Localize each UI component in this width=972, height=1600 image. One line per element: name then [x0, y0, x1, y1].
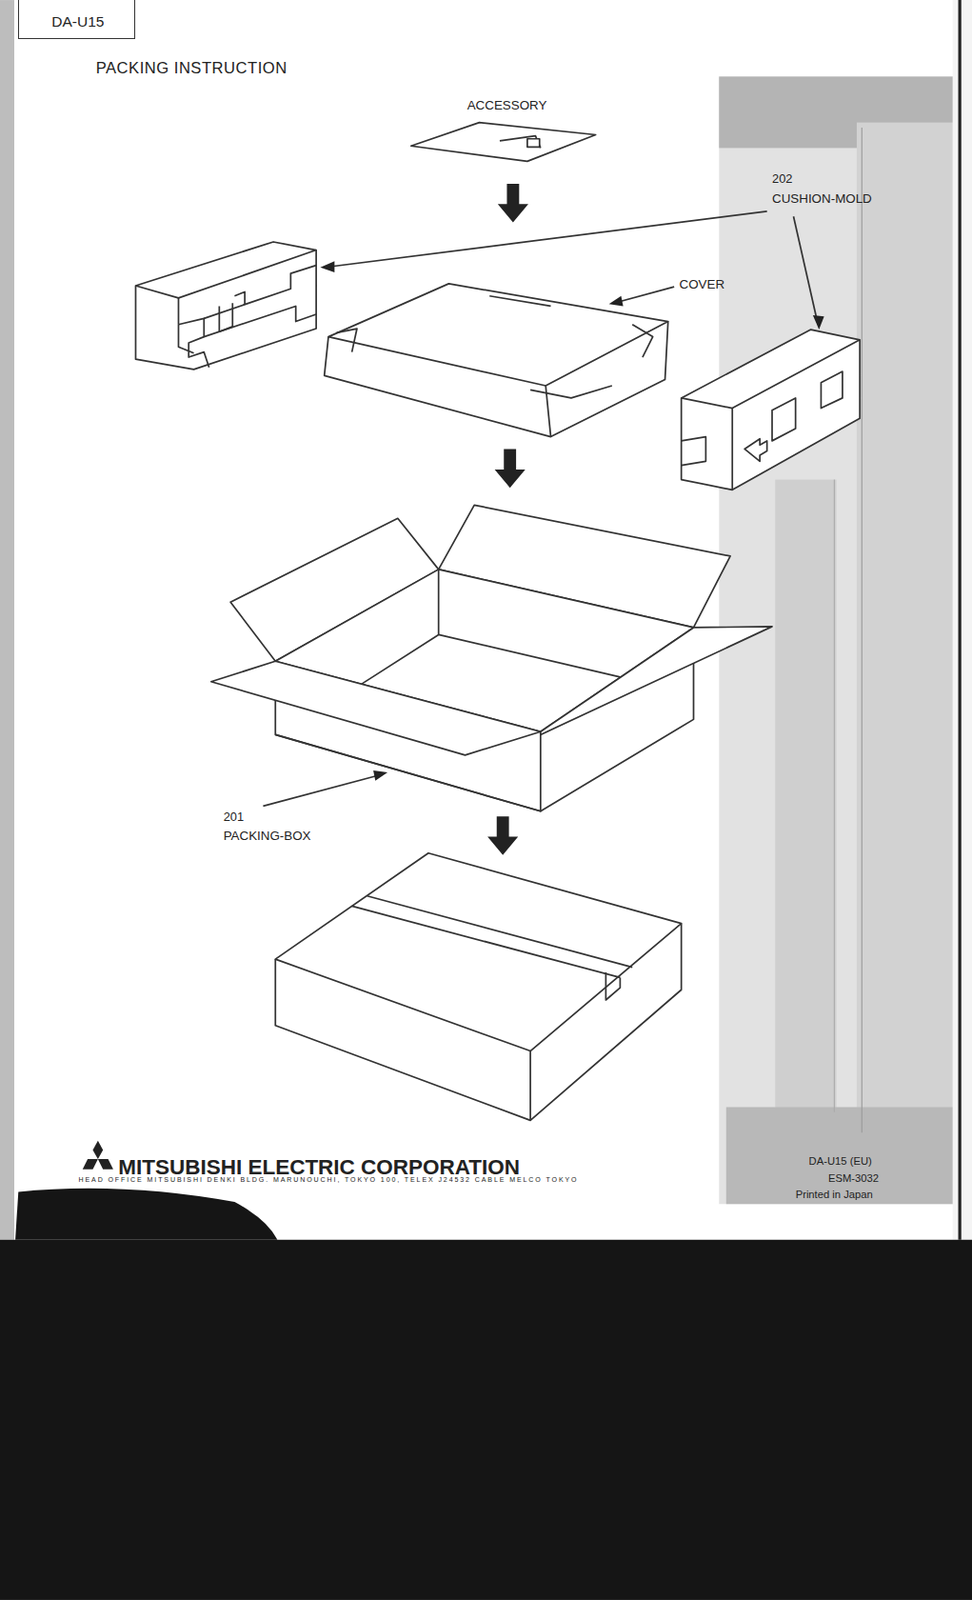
part-name: PACKING-BOX [223, 829, 312, 842]
callout-number: 202 [772, 173, 793, 186]
document-number: ESM-3032 [828, 1172, 879, 1184]
address-line: HEAD OFFICE MITSUBISHI DENKI BLDG. MARUN… [78, 1175, 578, 1183]
document-code-box: DA-U15 [18, 0, 136, 40]
part-name: COVER [679, 277, 726, 291]
document-number: DA-U15 (EU) [809, 1155, 873, 1167]
callout-number: 201 [223, 811, 244, 824]
document-code: DA-U15 [51, 14, 135, 30]
print-note: Printed in Japan [795, 1189, 873, 1200]
part-name: ACCESSORY [467, 99, 548, 112]
company-name: MITSUBISHI ELECTRIC CORPORATION [118, 1156, 520, 1179]
page-title: PACKING INSTRUCTION [96, 60, 288, 78]
part-name: CUSHION-MOLD [772, 192, 873, 205]
